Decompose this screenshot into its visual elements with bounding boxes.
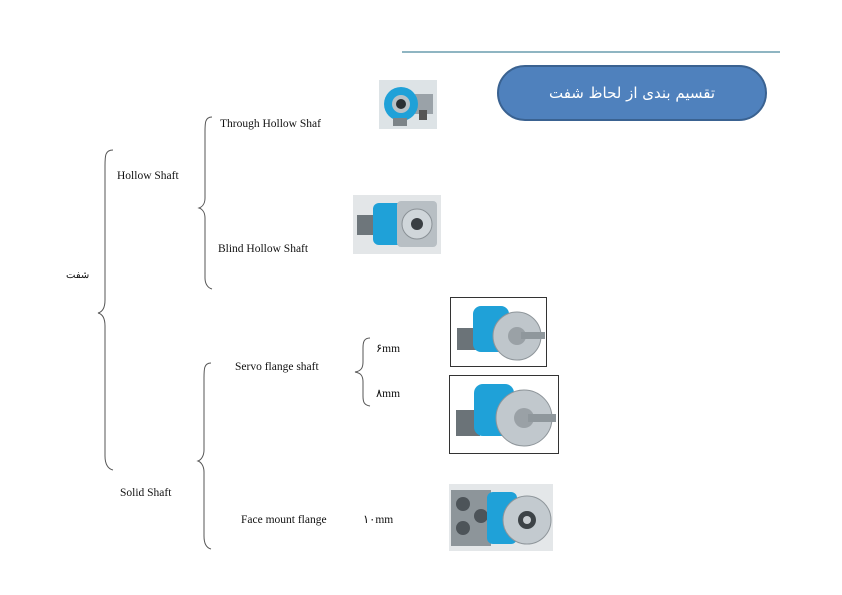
servo-size-6mm: ۶mm — [376, 343, 401, 355]
hollow-shaft-label: Hollow Shaft — [117, 170, 179, 182]
through-hollow-label: Through Hollow Shaf — [220, 118, 321, 130]
servo-flange-6mm-encoder-image — [450, 297, 547, 367]
title-box: تقسیم بندی از لحاظ شفت — [497, 65, 767, 121]
solid-shaft-label: Solid Shaft — [120, 487, 172, 499]
root-brace — [97, 149, 114, 471]
through-hollow-encoder-image — [379, 80, 437, 129]
face-mount-encoder-image — [449, 484, 553, 551]
face-mount-label: Face mount flange — [241, 514, 327, 526]
solid-brace — [196, 362, 212, 550]
root-label: شفت — [66, 270, 90, 281]
hollow-brace — [197, 116, 213, 290]
top-divider-line — [402, 51, 780, 53]
servo-brace — [354, 337, 371, 407]
face-mount-size-10mm: ۱۰mm — [363, 514, 394, 526]
blind-hollow-encoder-image — [353, 195, 441, 254]
servo-flange-8mm-encoder-image — [449, 375, 559, 454]
servo-flange-label: Servo flange shaft — [235, 361, 319, 373]
servo-size-8mm: ۸mm — [376, 388, 401, 400]
blind-hollow-label: Blind Hollow Shaft — [218, 243, 309, 255]
title-text: تقسیم بندی از لحاظ شفت — [548, 84, 716, 102]
